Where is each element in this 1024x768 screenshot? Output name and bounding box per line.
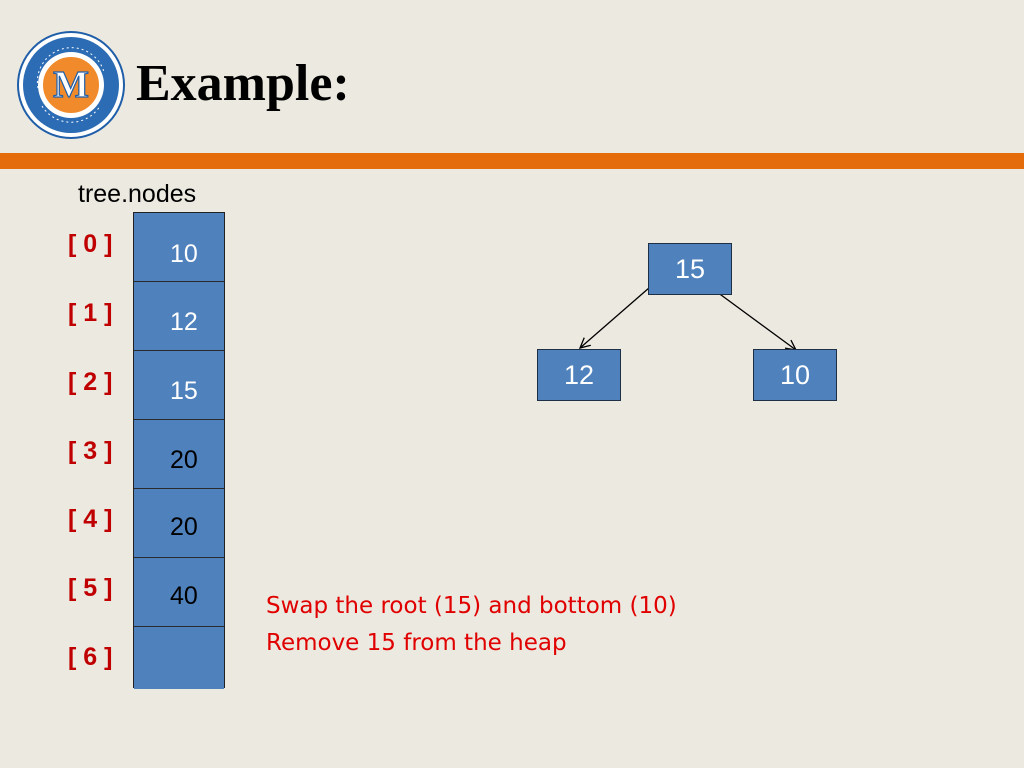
tree-node-root: 15 bbox=[648, 243, 732, 295]
array-cell-value: 12 bbox=[170, 308, 198, 336]
tree-node-right: 10 bbox=[753, 349, 837, 401]
note-line-2: Remove 15 from the heap bbox=[266, 630, 567, 656]
array-cell-3: 20 bbox=[134, 420, 224, 489]
array-index-2: [ 2 ] bbox=[68, 368, 113, 396]
array-cell-value: 20 bbox=[170, 446, 198, 474]
array-index-4: [ 4 ] bbox=[68, 505, 113, 533]
university-seal-icon: M bbox=[17, 31, 125, 139]
edge-root-right bbox=[716, 291, 796, 350]
array-cell-value: 20 bbox=[170, 513, 198, 541]
edge-root-left bbox=[580, 280, 658, 348]
array-column: 10 12 15 20 20 40 bbox=[133, 212, 225, 689]
accent-divider bbox=[0, 153, 1024, 169]
svg-text:M: M bbox=[53, 64, 89, 106]
array-cell-1: 12 bbox=[134, 282, 224, 351]
array-index-5: [ 5 ] bbox=[68, 574, 113, 602]
array-cell-value: 40 bbox=[170, 582, 198, 610]
university-logo: M bbox=[16, 30, 126, 140]
array-cell-0: 10 bbox=[134, 213, 224, 282]
array-cell-value: 15 bbox=[170, 377, 198, 405]
tree-node-left: 12 bbox=[537, 349, 621, 401]
slide-title: Example: bbox=[136, 55, 350, 112]
array-cell-2: 15 bbox=[134, 351, 224, 420]
note-line-1: Swap the root (15) and bottom (10) bbox=[266, 593, 677, 619]
instruction-note: Swap the root (15) and bottom (10) Remov… bbox=[266, 588, 677, 662]
array-index-0: [ 0 ] bbox=[68, 230, 113, 258]
array-cell-4: 20 bbox=[134, 489, 224, 558]
array-index-6: [ 6 ] bbox=[68, 643, 113, 671]
array-cell-value: 10 bbox=[170, 240, 198, 268]
array-index-1: [ 1 ] bbox=[68, 299, 113, 327]
array-cell-5: 40 bbox=[134, 558, 224, 627]
array-cell-6 bbox=[134, 627, 224, 689]
array-index-3: [ 3 ] bbox=[68, 437, 113, 465]
array-caption: tree.nodes bbox=[78, 180, 197, 208]
